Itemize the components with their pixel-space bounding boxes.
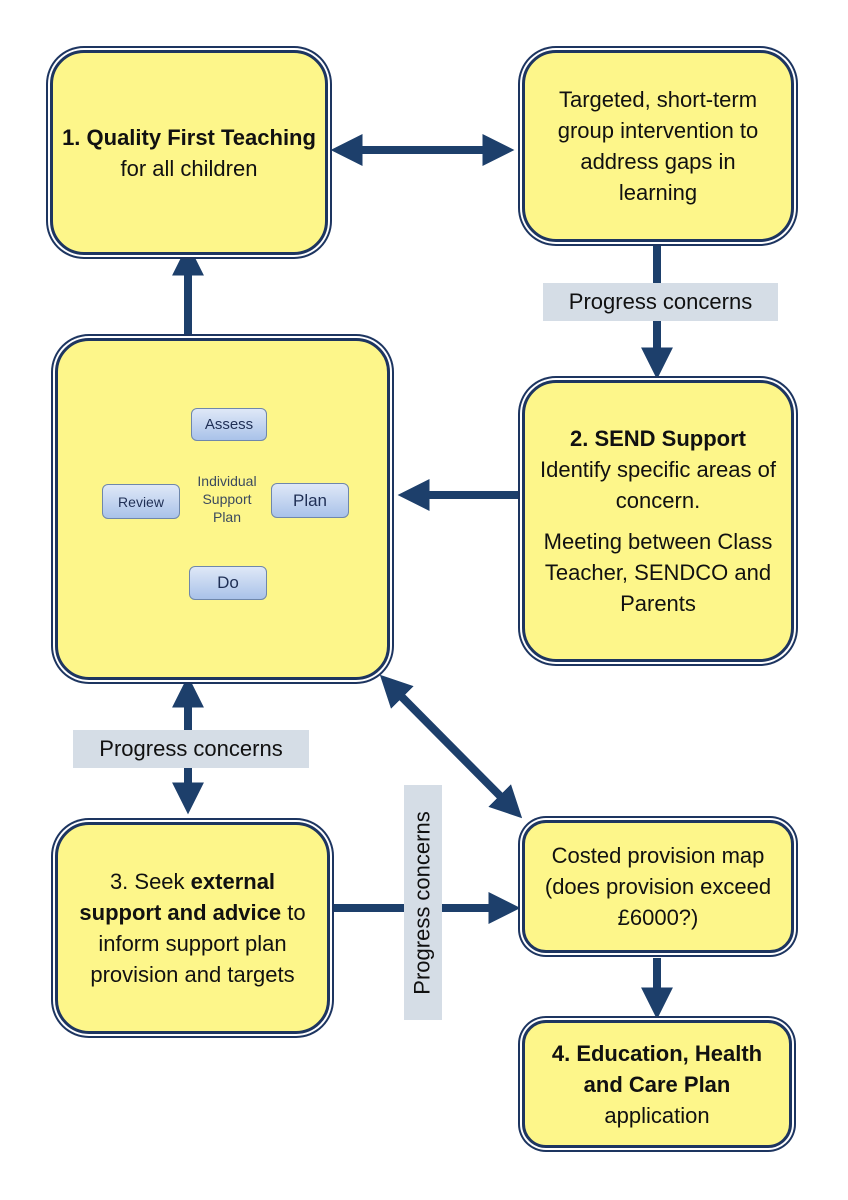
cycle-step-assess: Assess — [191, 408, 267, 441]
targeted-text: Targeted, short-term group intervention … — [557, 87, 759, 205]
costed-text: Costed provision map (does provision exc… — [544, 843, 772, 930]
ehcp-title: 4. Education, Health and Care Plan — [551, 1040, 763, 1097]
node-quality-first-teaching: 1. Quality First Teaching for all childr… — [50, 50, 328, 255]
node-send-support: 2. SEND Support Identify specific areas … — [522, 380, 794, 662]
quality-first-title: 1. Quality First Teaching — [62, 124, 316, 150]
send-support-line1: Identify specific areas of concern. — [539, 457, 776, 513]
external-prefix: 3. Seek — [109, 869, 191, 894]
ehcp-rest: application — [604, 1102, 710, 1128]
node-targeted-intervention: Targeted, short-term group intervention … — [522, 50, 794, 242]
external-rest: to inform support plan provision and tar… — [90, 900, 306, 987]
cycle-step-plan: Plan — [271, 483, 349, 518]
external-title: external support and advice — [79, 869, 282, 925]
cycle-center-label: Individual Support Plan — [197, 473, 257, 525]
cycle-step-do: Do — [189, 566, 267, 600]
label-progress-concerns-vertical-text: Progress concerns — [410, 810, 436, 995]
node-ehcp: 4. Education, Health and Care Plan appli… — [522, 1020, 792, 1148]
label-progress-concerns-vertical: Progress concerns — [404, 785, 442, 1020]
send-support-title: 2. SEND Support — [569, 426, 746, 451]
arrow-plan-costed — [379, 674, 523, 819]
quality-first-rest: for all children — [120, 155, 258, 181]
node-external-support: 3. Seek external support and advice to i… — [55, 822, 330, 1034]
send-support-line2: Meeting between Class Teacher, SENDCO an… — [543, 529, 773, 616]
node-costed-provision: Costed provision map (does provision exc… — [522, 820, 794, 953]
label-progress-concerns-right: Progress concerns — [543, 283, 778, 321]
cycle-step-review: Review — [102, 484, 180, 519]
label-progress-concerns-left: Progress concerns — [73, 730, 309, 768]
